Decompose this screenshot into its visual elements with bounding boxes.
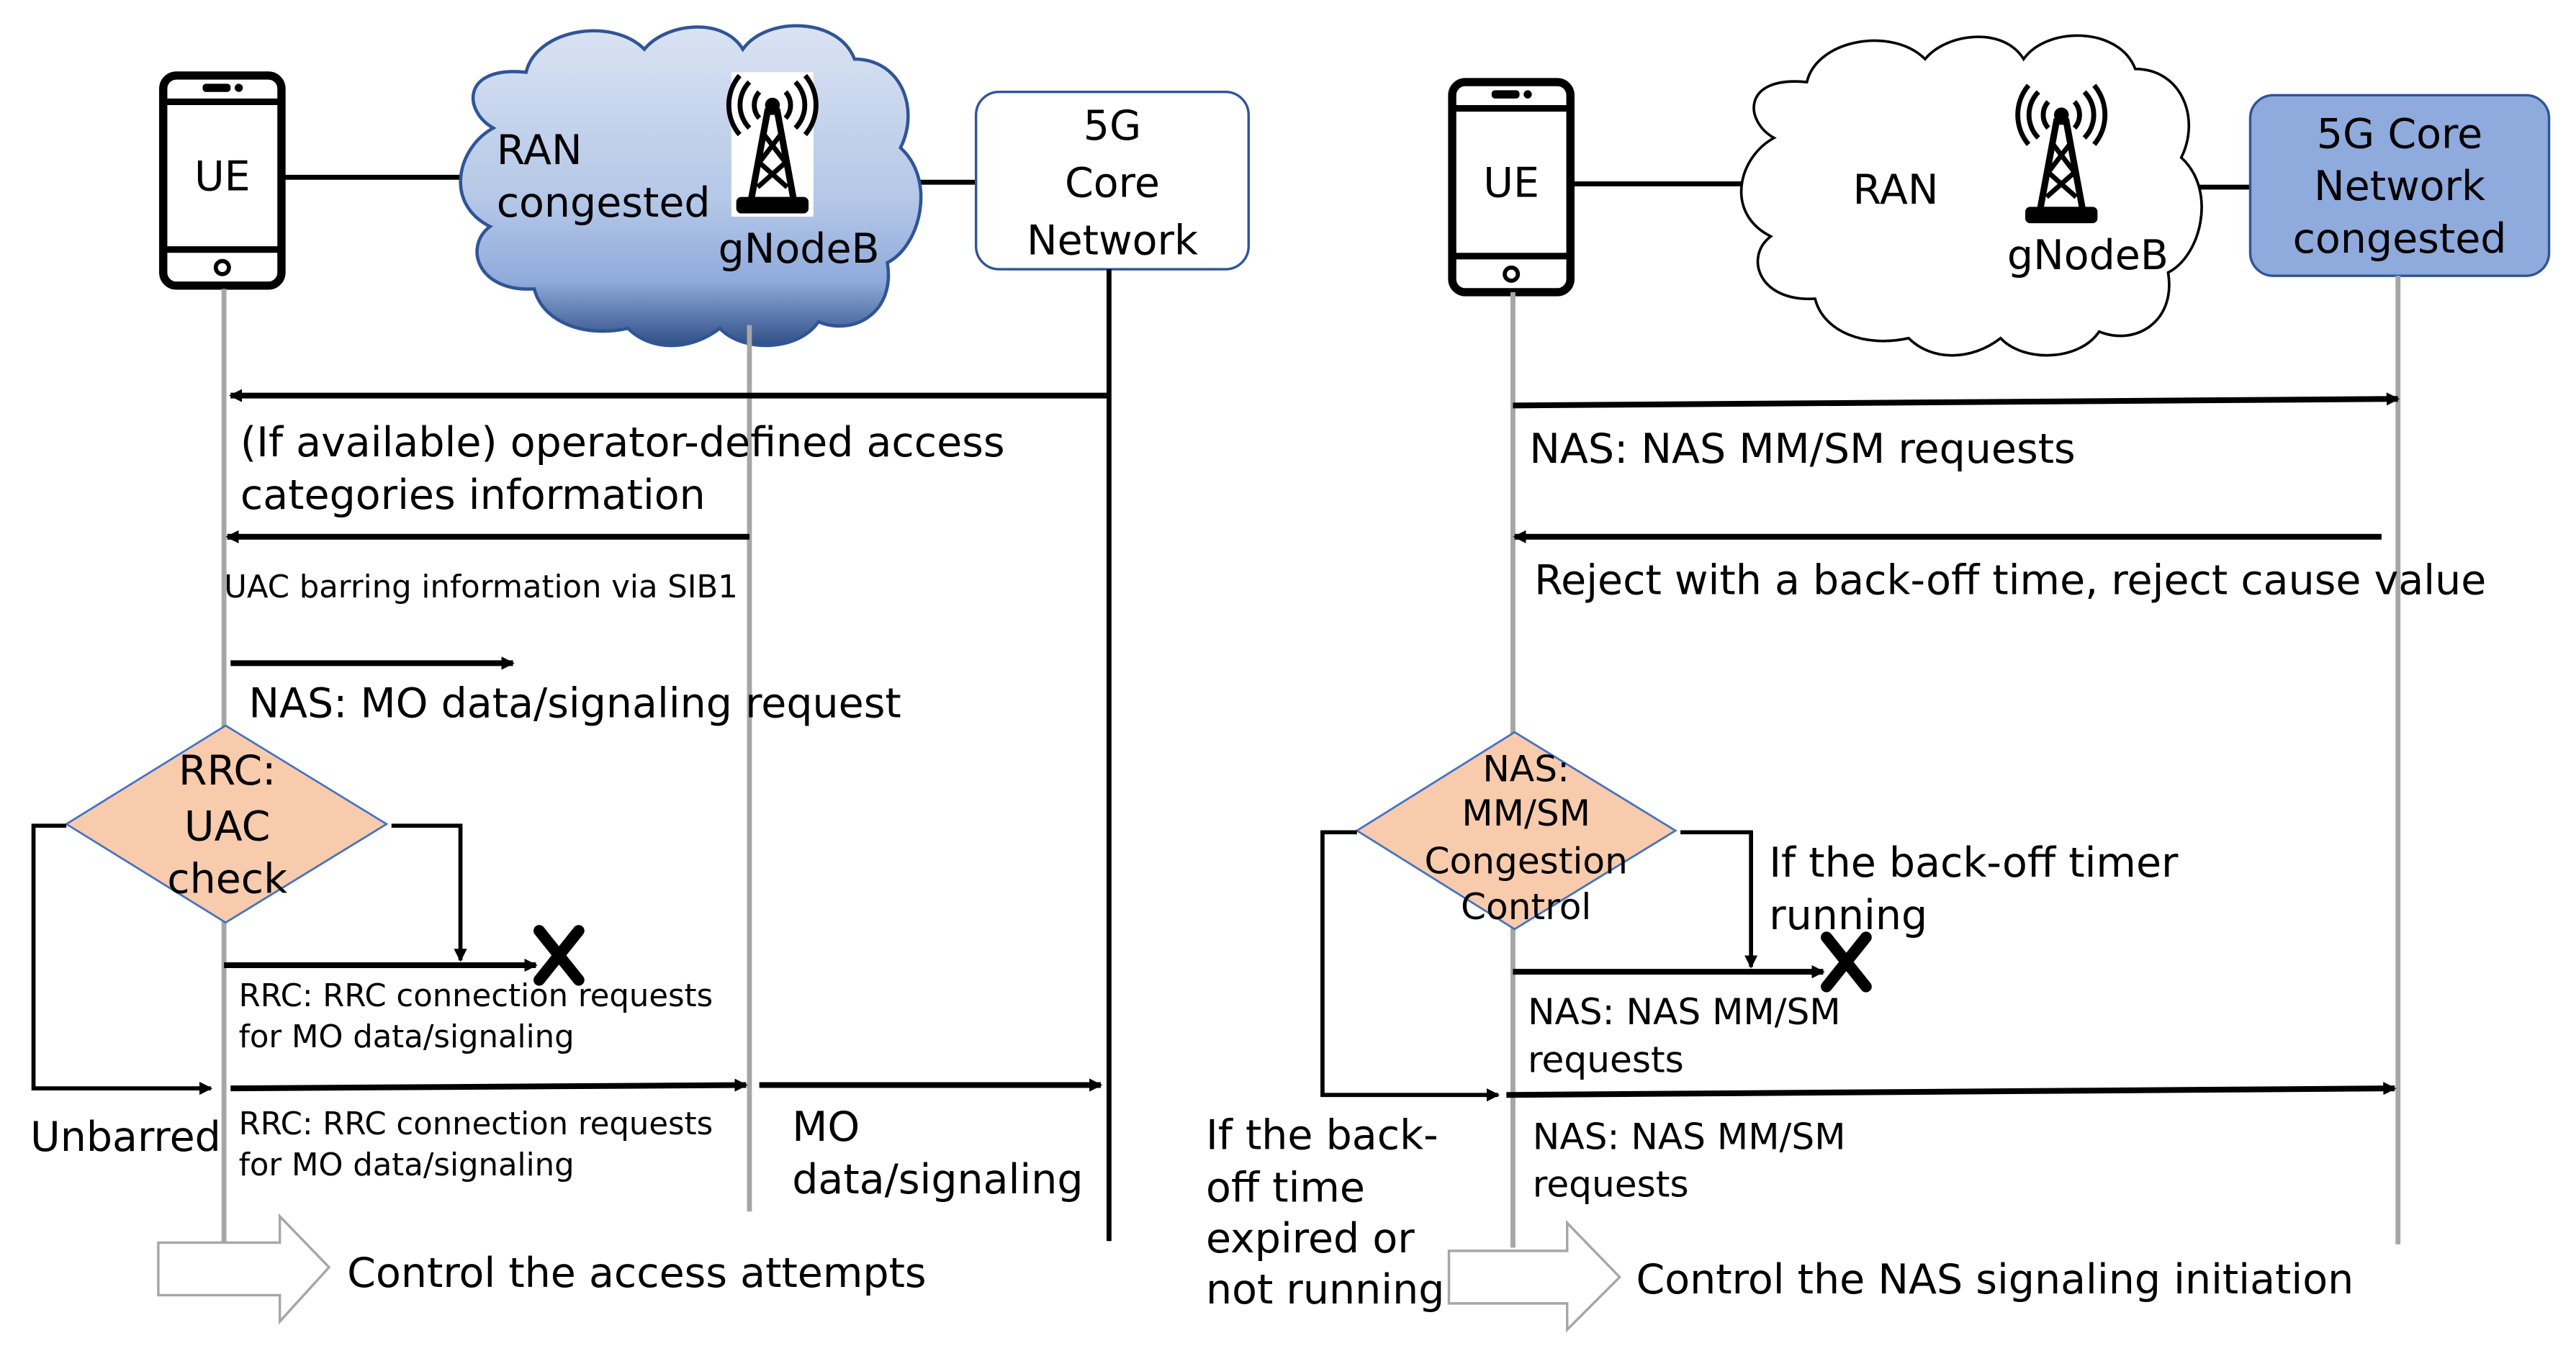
timer-expired-line2: off time xyxy=(1206,1164,1365,1211)
gnodeb-label: gNodeB xyxy=(2007,232,2169,279)
decision-line1: NAS: xyxy=(1482,748,1570,790)
msg-rrc-conn-line1: RRC: RRC connection requests xyxy=(239,1106,713,1142)
decision-line2: MM/SM xyxy=(1462,792,1590,834)
decision-line1: RRC: xyxy=(179,747,276,795)
core-label-line3: congested xyxy=(2293,215,2507,263)
msg-mo-data-line1: MO xyxy=(792,1103,860,1151)
msg-nas-allowed-line1: NAS: NAS MM/SM xyxy=(1533,1115,1846,1157)
uac-check-decision: RRC: UAC check xyxy=(64,724,389,924)
decision-line2: UAC xyxy=(184,803,271,851)
msg-nas-allowed-arrow xyxy=(1506,1082,2397,1098)
core-label-line3: Network xyxy=(1027,217,1198,265)
msg-rrc-blocked-line2: for MO data/signaling xyxy=(239,1019,575,1055)
decision-line3: check xyxy=(167,856,287,903)
msg-mo-data-line2: data/signaling xyxy=(792,1156,1083,1203)
barred-branch-arrow xyxy=(391,823,467,962)
msg-reject: Reject with a back-off time, reject caus… xyxy=(1534,557,2486,605)
core-label-line1: 5G xyxy=(1084,102,1141,150)
summary-arrow-icon xyxy=(157,1213,331,1325)
summary-arrow-icon xyxy=(1447,1219,1622,1333)
congestion-control-decision: NAS: MM/SM Congestion Control xyxy=(1355,731,1677,931)
ue-label: UE xyxy=(1483,160,1539,207)
core-label-line2: Network xyxy=(2314,163,2485,210)
ue-label: UE xyxy=(194,153,251,201)
msg-nas-blocked-line2: requests xyxy=(1528,1038,1684,1080)
msg-nas-mo: NAS: MO data/signaling request xyxy=(248,680,901,728)
ran-cloud-congested: RAN congested gNodeB xyxy=(459,24,923,348)
decision-line3: Congestion xyxy=(1424,839,1627,882)
msg-rrc-conn-line2: for MO data/signaling xyxy=(239,1147,575,1183)
blocked-x-icon xyxy=(533,925,585,986)
ran-cloud: RAN gNodeB xyxy=(1739,34,2203,357)
timer-running-line2: running xyxy=(1769,892,1927,939)
timer-expired-line4: not running xyxy=(1206,1266,1444,1314)
msg-nas-allowed-line2: requests xyxy=(1533,1163,1689,1206)
timer-expired-branch-arrow xyxy=(1320,830,1500,1102)
timer-running-line1: If the back-off timer xyxy=(1769,839,2179,887)
msg-rrc-blocked-line1: RRC: RRC connection requests xyxy=(239,978,713,1014)
right-summary: Control the NAS signaling initiation xyxy=(1636,1256,2354,1303)
gnodeb-tower-icon xyxy=(2018,82,2105,227)
ran-congested-label: congested xyxy=(497,179,711,227)
msg-rrc-conn-arrow xyxy=(230,1078,748,1092)
msg-uac-barring: UAC barring information via SIB1 xyxy=(224,569,738,605)
left-summary: Control the access attempts xyxy=(347,1250,926,1297)
msg-operator-access-line1: (If available) operator-defined access xyxy=(240,419,1005,466)
decision-line4: Control xyxy=(1461,885,1591,928)
msg-nas-request-arrow xyxy=(1513,392,2400,409)
core-network-box: 5G Core Network xyxy=(974,91,1250,271)
msg-nas-request: NAS: NAS MM/SM requests xyxy=(1529,425,2075,473)
gnodeb-label: gNodeB xyxy=(719,225,880,273)
core-label-line2: Core xyxy=(1065,160,1160,207)
left-panel: RAN congested gNodeB UE 5G Core Network … xyxy=(30,24,1250,1325)
unbarred-branch-arrow xyxy=(31,823,213,1095)
gnodeb-tower-icon xyxy=(729,72,816,217)
ran-label: RAN xyxy=(1853,166,1939,214)
msg-nas-blocked-line1: NAS: NAS MM/SM xyxy=(1528,990,1841,1033)
timer-expired-line3: expired or xyxy=(1206,1215,1415,1262)
unbarred-label: Unbarred xyxy=(30,1113,221,1161)
right-panel: RAN gNodeB UE 5G Core Network congested … xyxy=(1206,34,2551,1333)
timer-running-branch-arrow xyxy=(1680,830,1758,969)
ran-label: RAN xyxy=(497,127,582,174)
core-network-congested-box: 5G Core Network congested xyxy=(2248,94,2551,277)
blocked-x-icon xyxy=(1821,931,1872,993)
timer-expired-line1: If the back- xyxy=(1206,1111,1438,1159)
core-label-line1: 5G Core xyxy=(2317,110,2482,158)
msg-operator-access-line2: categories information xyxy=(240,471,706,519)
